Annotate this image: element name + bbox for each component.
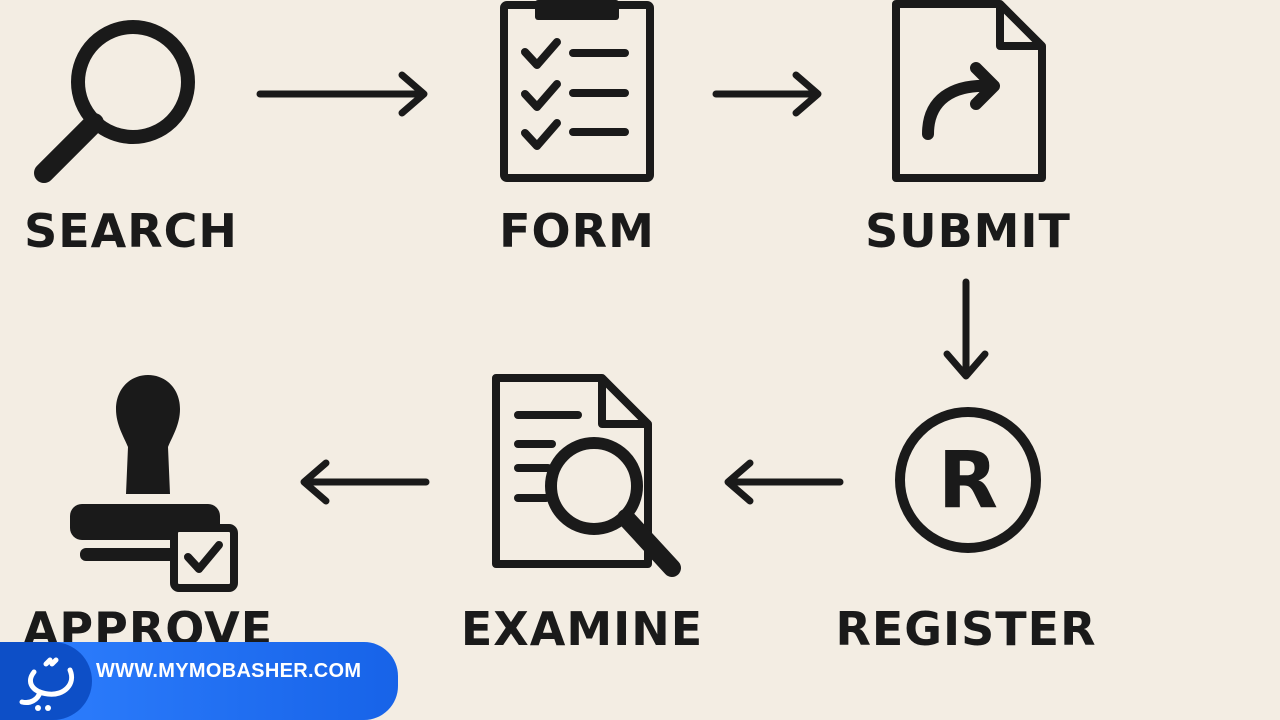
step-label-search: SEARCH — [24, 204, 238, 258]
document-share-arrow-icon — [892, 0, 1046, 182]
registered-trademark-icon: R — [895, 407, 1041, 553]
step-label-form: FORM — [499, 204, 655, 258]
arrow-submit-to-register — [943, 278, 989, 380]
step-label-submit: SUBMIT — [865, 204, 1071, 258]
mobasher-logo-icon — [19, 657, 74, 711]
watermark-url: WWW.MYMOBASHER.COM — [96, 660, 362, 682]
document-magnifier-icon — [492, 374, 681, 577]
svg-text:R: R — [938, 436, 998, 526]
step-label-register: REGISTER — [835, 602, 1097, 656]
arrow-form-to-submit — [712, 71, 822, 117]
arrow-search-to-form — [256, 71, 428, 117]
arrow-examine-to-approve — [300, 459, 430, 505]
watermark-logo — [0, 642, 92, 720]
step-label-examine: EXAMINE — [460, 602, 704, 656]
magnifying-glass-icon — [34, 20, 195, 183]
arrow-register-to-examine — [724, 459, 844, 505]
checklist-clipboard-icon — [500, 0, 654, 182]
approval-stamp-icon — [70, 375, 238, 592]
